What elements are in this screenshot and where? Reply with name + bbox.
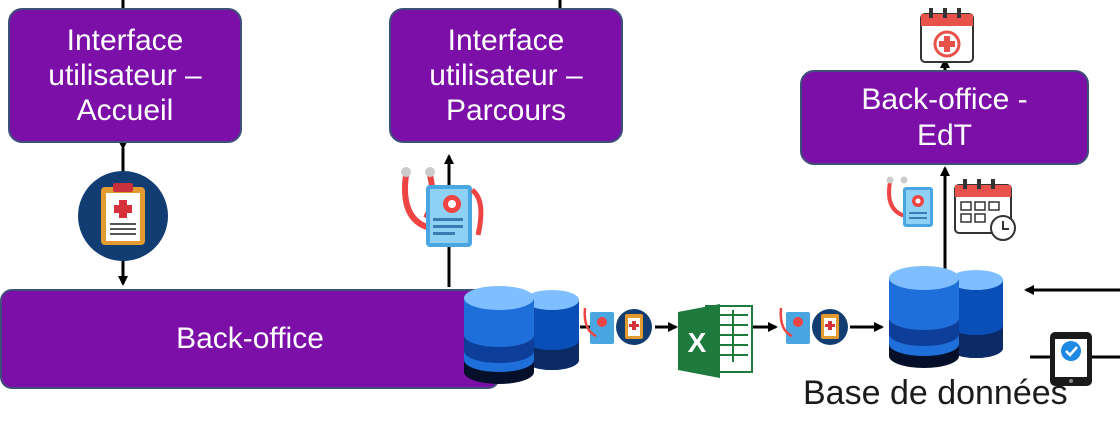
database-label: Base de données: [803, 374, 1068, 412]
database-icon: [889, 266, 1003, 368]
tablet-check-icon: [1050, 332, 1092, 386]
database-icon: [464, 286, 579, 384]
excel-icon: X: [678, 304, 753, 378]
small-documents-icon: [583, 307, 652, 345]
excel-letter: X: [688, 327, 707, 358]
backoffice-box: Back-office: [0, 289, 500, 389]
backoffice-edt-box: Back-office - EdT: [800, 70, 1089, 165]
ui-accueil-box: Interface utilisateur – Accueil: [8, 8, 242, 143]
stethoscope-document-icon: [401, 167, 484, 247]
medical-calendar-icon: [920, 8, 974, 63]
calendar-clock-icon: [954, 179, 1016, 241]
clipboard-medical-icon: [78, 171, 168, 261]
small-documents-icon: [779, 307, 848, 345]
ui-parcours-box: Interface utilisateur – Parcours: [389, 8, 623, 143]
stethoscope-document-icon: [886, 176, 933, 227]
